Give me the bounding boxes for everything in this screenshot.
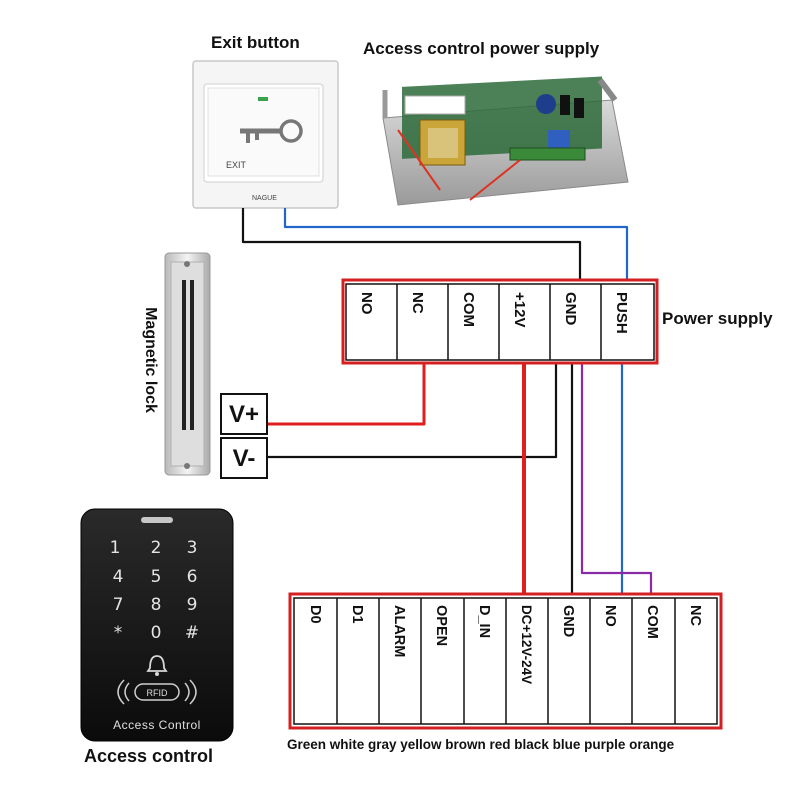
magnetic-lock-device [164, 252, 211, 476]
exit-brand-text: NAGUE [252, 195, 277, 202]
key-3[interactable]: 3 [187, 538, 198, 558]
terminal-no: NO [358, 292, 375, 315]
wire-nc-vplus [268, 364, 426, 426]
power-supply-label: Power supply [662, 309, 773, 328]
exit-plate-text: EXIT [226, 160, 247, 170]
key-hash[interactable]: # [185, 623, 199, 643]
key-9[interactable]: 9 [187, 595, 198, 615]
key-8[interactable]: 8 [151, 595, 162, 615]
rfid-icon: RFID [117, 679, 197, 705]
terminal-12v: +12V [511, 292, 528, 327]
key-4[interactable]: 4 [113, 567, 124, 587]
ctrl-terminal-com: COM [644, 605, 660, 639]
power-supply-terminal-block: NO NC COM +12V GND PUSH [341, 278, 659, 365]
key-7[interactable]: 7 [113, 595, 124, 615]
key-5[interactable]: 5 [151, 567, 162, 587]
access-control-label: Access control [84, 746, 214, 766]
wires [241, 208, 653, 596]
status-led [258, 97, 268, 101]
ctrl-terminal-alarm: ALARM [391, 605, 407, 657]
ctrl-terminal-no: NO [602, 605, 618, 627]
ctrl-terminal-gnd: GND [560, 605, 576, 637]
terminal-push: PUSH [613, 292, 630, 334]
lock-terminals: V+ V- [220, 393, 268, 479]
key-6[interactable]: 6 [187, 567, 198, 587]
key-icon [240, 119, 303, 143]
key-0[interactable]: 0 [151, 623, 162, 643]
keypad-caption: Access Control [113, 718, 201, 732]
psu-device [382, 76, 629, 206]
key-1[interactable]: 1 [110, 538, 121, 558]
keypad-indicator [141, 517, 173, 523]
ctrl-terminal-nc: NC [687, 605, 703, 626]
wire-exit-push [283, 208, 629, 284]
keypad-keys: 1 2 3 4 5 6 7 8 9 * 0 # [110, 538, 200, 643]
wire-gnd-com [580, 364, 653, 596]
exit-button-label: Exit button [211, 33, 300, 52]
key-2[interactable]: 2 [151, 538, 162, 558]
key-star[interactable]: * [114, 623, 123, 643]
terminal-com: COM [460, 292, 477, 327]
bell-icon[interactable] [146, 655, 168, 676]
keypad-device: 1 2 3 4 5 6 7 8 9 * 0 # RFID Access Cont… [80, 508, 234, 742]
access-power-supply-label: Access control power supply [363, 39, 600, 58]
ctrl-terminal-d1: D1 [349, 605, 365, 624]
exit-button-device: EXIT NAGUE [192, 60, 339, 209]
ctrl-terminal-open: OPEN [433, 605, 449, 646]
ctrl-terminal-d0: D0 [307, 605, 323, 624]
wire-colors-label: Green white gray yellow brown red black … [287, 737, 675, 752]
wire-gnd-vminus [268, 364, 558, 459]
terminal-nc: NC [409, 292, 426, 314]
terminal-vplus: V+ [229, 401, 259, 428]
terminal-gnd: GND [562, 292, 579, 326]
wire-exit-gnd [241, 208, 582, 284]
terminal-vminus: V- [233, 445, 256, 472]
ctrl-terminal-d-in: D_IN [476, 605, 492, 638]
rfid-text: RFID [147, 688, 168, 698]
controller-terminal-block: D0 D1 ALARM OPEN D_IN DC+12V-24V GND NO … [288, 592, 723, 730]
ctrl-terminal-dc: DC+12V-24V [519, 605, 534, 684]
